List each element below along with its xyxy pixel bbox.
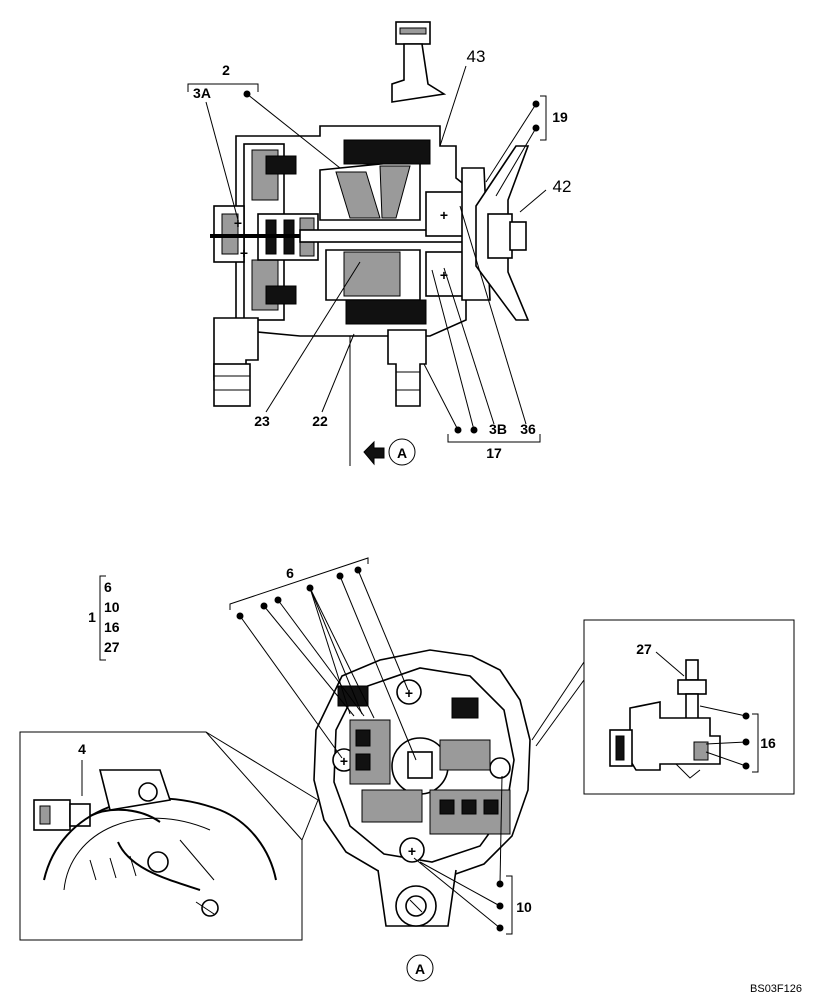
callout-group-19: 19 <box>485 95 568 197</box>
svg-text:+: + <box>440 207 448 223</box>
callout-3b: 3B <box>489 421 507 437</box>
svg-text:+: + <box>405 685 413 701</box>
callout-22: 22 <box>312 413 328 429</box>
svg-text:+: + <box>240 245 248 261</box>
rear-cover: + + + <box>313 649 531 927</box>
kit-item: 10 <box>104 599 120 615</box>
callout-10: 10 <box>516 899 532 915</box>
kit-item: 6 <box>104 579 112 595</box>
kit-list: 1 6 10 16 27 <box>88 575 120 661</box>
kit-item: 27 <box>104 639 120 655</box>
callout-27: 27 <box>636 641 652 657</box>
callout-2: 2 <box>222 62 230 78</box>
callout-group-22-23: 23 22 <box>254 261 361 429</box>
callout-42: 42 <box>553 177 572 196</box>
callout-4: 4 <box>78 741 86 757</box>
kit-number: 1 <box>88 609 96 625</box>
callout-group-17: 3B 36 17 <box>423 205 541 461</box>
callout-group-42: 42 <box>519 177 572 213</box>
svg-text:+: + <box>340 753 348 769</box>
svg-text:+: + <box>234 215 242 231</box>
inset-terminal-detail: 4 <box>19 731 319 941</box>
callout-23: 23 <box>254 413 270 429</box>
callout-43: 43 <box>467 47 486 66</box>
svg-text:+: + <box>408 843 416 859</box>
pulley-nut <box>509 221 527 251</box>
alternator-cross-section: + + + + <box>210 21 530 466</box>
callout-group-2-3a: 2 3A <box>187 62 341 221</box>
callout-19: 19 <box>552 109 568 125</box>
view-label-a: A <box>406 954 434 982</box>
inset-b-terminal-detail: 27 16 <box>531 619 795 795</box>
view-marker-a-lower: A <box>415 961 425 977</box>
kit-item: 16 <box>104 619 120 635</box>
callout-group-10: 10 <box>413 775 532 935</box>
callout-6: 6 <box>286 565 294 581</box>
figure-code: BS03F126 <box>750 983 802 995</box>
callout-36: 36 <box>520 421 536 437</box>
callout-group-43: 43 <box>439 47 486 147</box>
mounting-hook <box>391 21 447 103</box>
callout-17: 17 <box>486 445 502 461</box>
view-marker-a: A <box>397 445 407 461</box>
callout-16: 16 <box>760 735 776 751</box>
callout-3a: 3A <box>193 85 211 101</box>
view-arrow-a: A <box>363 438 416 466</box>
callout-group-6: 6 <box>229 557 417 761</box>
svg-text:+: + <box>440 267 448 283</box>
